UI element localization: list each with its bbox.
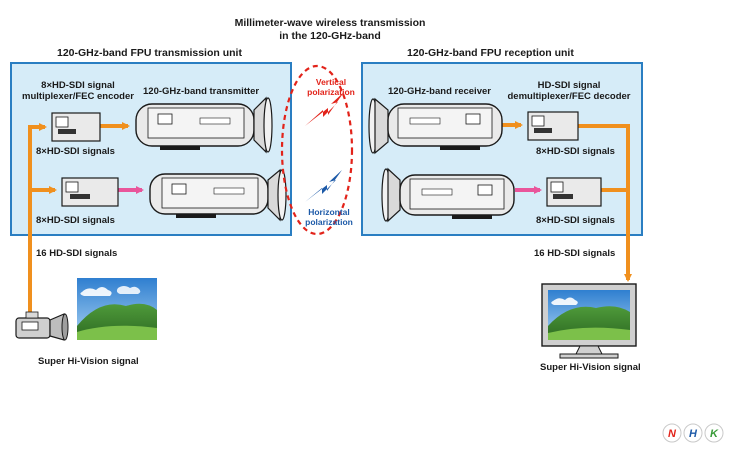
horizontal-polarization-bolt-icon [305,170,342,202]
tx-signals-bottom-label: 8×HD-SDI signals [36,215,115,226]
diagram-title: Millimeter-wave wireless transmission in… [200,17,460,43]
rx-lower-decoder-box [546,177,602,207]
horizontal-polarization-line-1: Horizontal [308,207,350,217]
vertical-polarization-bolt-icon [305,92,344,126]
tx-mux-label: 8×HD-SDI signal multiplexer/FEC encoder [22,80,134,102]
rx-demux-label-line-2: demultiplexer/FEC decoder [507,91,631,102]
rx-receiver-bottom [381,167,515,223]
rx-demux-label: HD-SDI signal demultiplexer/FEC decoder [498,80,640,102]
tx-transmitter-top [135,96,273,154]
tx-unit-title: 120-GHz-band FPU transmission unit [57,47,242,59]
rx-unit-title: 120-GHz-band FPU reception unit [407,47,574,59]
wireless-link-ellipse [280,64,354,236]
rx-demultiplexer-box [527,111,579,141]
tx-signal-lines [28,122,130,318]
horizontal-polarization-line-2: polarization [305,217,353,227]
nhk-logo: N H K [662,423,724,443]
title-line-1: Millimeter-wave wireless transmission [234,17,426,29]
super-hi-vision-output-label: Super Hi-Vision signal [540,362,641,373]
vertical-polarization-line-2: polarization [307,87,355,97]
super-hi-vision-image [77,278,157,340]
vertical-polarization-label: Vertical polarization [299,77,363,97]
super-hi-vision-source-label: Super Hi-Vision signal [38,356,139,367]
television-icon [541,283,637,359]
horizontal-polarization-label: Horizontal polarization [294,207,364,227]
tx-transmitter-label: 120-GHz-band transmitter [143,86,260,97]
tx-signals-top-label: 8×HD-SDI signals [36,146,115,157]
left-hd-sdi-signals-label: 16 HD-SDI signals [36,248,118,259]
rx-signals-top-label: 8×HD-SDI signals [536,146,615,157]
rx-receiver-label: 120-GHz-band receiver [388,86,491,97]
rx-signals-bottom-label: 8×HD-SDI signals [536,215,615,226]
right-hd-sdi-signals-label: 16 HD-SDI signals [534,248,616,259]
tx-multiplexer-box [51,112,101,142]
tx-transmitter-bottom [149,168,287,222]
nhk-logo-letter-n: N [668,428,677,440]
tx-lower-encoder-box [61,177,119,207]
tx-mux-label-line-1: 8×HD-SDI signal [41,80,115,91]
vertical-polarization-line-1: Vertical [315,77,347,87]
rx-receiver-top [368,97,503,155]
rx-demux-label-line-1: HD-SDI signal [537,80,601,91]
nhk-logo-letter-k: K [710,428,719,440]
camera-icon [15,311,69,341]
title-line-2: in the 120-GHz-band [279,30,381,42]
tx-mux-label-line-2: multiplexer/FEC encoder [22,91,134,102]
nhk-logo-letter-h: H [689,428,698,440]
